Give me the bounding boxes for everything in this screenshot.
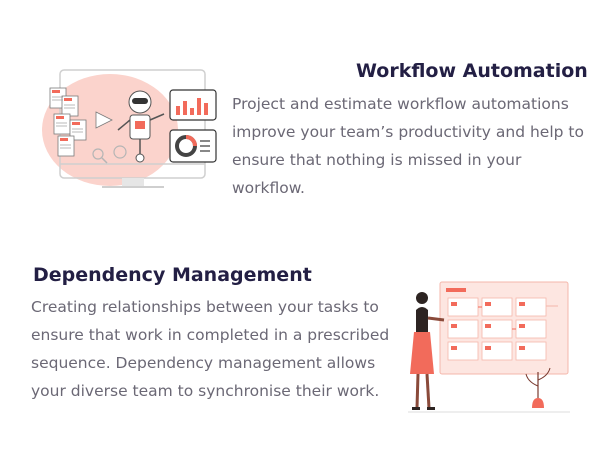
section-body-dependency-management: Creating relationships between your task… [31, 298, 390, 400]
workflow-automation-illustration [42, 69, 217, 188]
section-title-workflow-automation: Workflow Automation [356, 60, 588, 82]
section-body-workflow-automation: Project and estimate workflow automation… [232, 95, 584, 197]
dependency-management-illustration [408, 281, 570, 413]
section-title-dependency-management: Dependency Management [33, 264, 312, 286]
